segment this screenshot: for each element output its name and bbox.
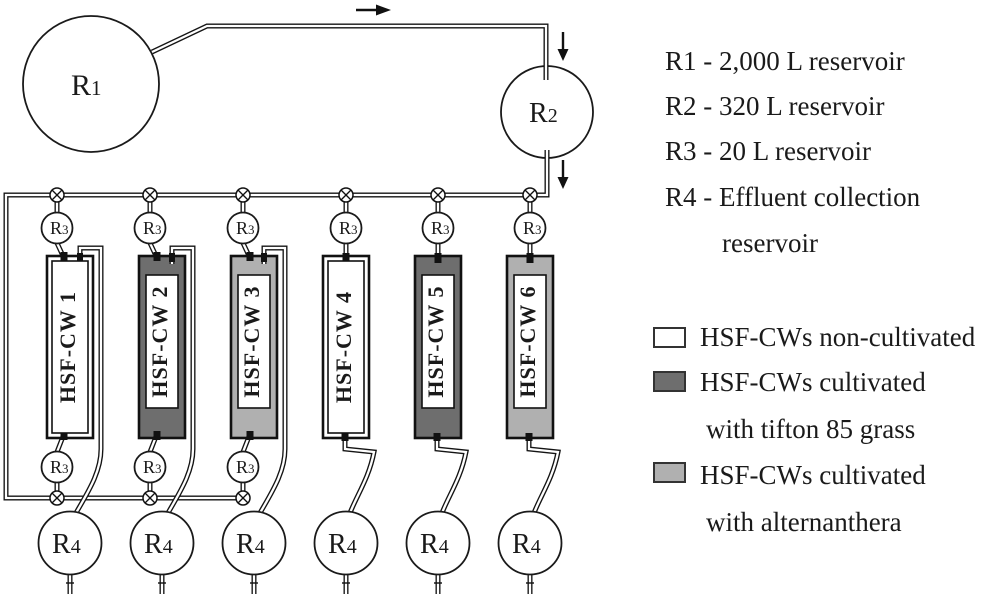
r4-5-circle <box>405 510 471 576</box>
r3-top-4-label: R3 <box>339 218 358 238</box>
fitting-drain-1 <box>60 431 68 440</box>
r3-top-6-label: R3 <box>523 218 542 238</box>
swatch-tifton <box>653 371 686 392</box>
r3-top-5-circle <box>421 211 455 245</box>
r3-bottom-2-label: R3 <box>143 457 162 477</box>
fitting-outlet-5 <box>433 433 441 441</box>
r4-1-circle <box>37 510 103 576</box>
legend-alternanthera-line2: with alternanthera <box>706 507 902 537</box>
fitting-outlet-4 <box>341 433 349 441</box>
flow-arrow-right-icon <box>356 4 391 16</box>
bed-label-2: HSF-CW 2 <box>147 285 172 397</box>
bed-label-1: HSF-CW 1 <box>55 291 80 403</box>
legend-tifton-line1: HSF-CWs cultivated <box>700 367 926 397</box>
r3-bottom-3-circle <box>226 450 260 484</box>
valve-top-1 <box>49 187 65 203</box>
bed-label-4: HSF-CW 4 <box>331 291 356 403</box>
r4-6-label: R4 <box>512 529 541 560</box>
valves <box>49 187 538 506</box>
valve-top-4 <box>338 187 354 203</box>
valve-top-2 <box>142 187 158 203</box>
r3-top-1-label: R3 <box>50 218 69 238</box>
bed-type-legend: HSF-CWs non-cultivated HSF-CWs cultivate… <box>653 322 976 537</box>
bed-label-5: HSF-CW 5 <box>423 285 448 397</box>
r4-5-label: R4 <box>420 529 449 560</box>
swatch-alternanthera <box>653 462 686 483</box>
bed-label-3: HSF-CW 3 <box>239 285 264 397</box>
plate-bed-1 <box>51 260 89 434</box>
r1-label: R1 <box>71 69 102 102</box>
r3-bottom-1-circle <box>40 450 74 484</box>
r3-bottom-1-label: R3 <box>50 457 69 477</box>
plate-bed-3 <box>237 274 271 409</box>
plate-bed-2 <box>145 274 179 409</box>
legend-r2: R2 - 320 L reservoir <box>665 91 884 121</box>
legend-r4-line2: reservoir <box>722 228 818 258</box>
fitting-drain-2 <box>153 431 161 440</box>
legend-r3: R3 - 20 L reservoir <box>665 136 871 166</box>
r2-label: R2 <box>529 98 558 129</box>
fitting-inlet-5 <box>434 253 442 263</box>
flow-arrow-down-into-r2-icon <box>557 32 569 61</box>
legend-non-cultivated: HSF-CWs non-cultivated <box>700 322 976 352</box>
reservoir-r1-circle <box>22 15 160 153</box>
plate-bed-4 <box>327 260 365 434</box>
r3-top-3-label: R3 <box>236 218 255 238</box>
pipes <box>3 23 561 594</box>
fitting-drain-3 <box>246 431 254 440</box>
bed-labels: HSF-CW 1 HSF-CW 2 HSF-CW 3 HSF-CW 4 HSF-… <box>51 260 547 434</box>
legend-alternanthera-line1: HSF-CWs cultivated <box>700 460 926 490</box>
fitting-standpipe-1 <box>77 253 83 262</box>
r3-bottom-3-label: R3 <box>236 457 255 477</box>
legend-tifton-line2: with tifton 85 grass <box>706 414 915 444</box>
r4-1-label: R4 <box>52 529 81 560</box>
r4-3-circle <box>221 510 287 576</box>
legend-r4-line1: R4 - Effluent collection <box>665 182 921 212</box>
valve-bottom-1 <box>49 490 65 506</box>
r3-reservoirs: R3 R3 R3 R3 R3 R3 R3 R3 R3 <box>40 211 547 484</box>
fitting-standpipe-3 <box>261 253 267 262</box>
fitting-inlet-1 <box>60 252 68 261</box>
valve-bottom-3 <box>235 490 251 506</box>
r4-3-label: R4 <box>236 529 265 560</box>
r4-4-circle <box>313 510 379 576</box>
fittings <box>60 252 534 441</box>
valve-bottom-2 <box>142 490 158 506</box>
fitting-inlet-4 <box>342 253 350 263</box>
flow-arrows <box>356 4 569 189</box>
r3-top-5-label: R3 <box>431 218 450 238</box>
beds <box>45 254 555 440</box>
r3-top-3-circle <box>226 211 260 245</box>
r3-top-6-circle <box>513 211 547 245</box>
bed-label-6: HSF-CW 6 <box>515 285 540 397</box>
valve-top-5 <box>430 187 446 203</box>
reservoir-legend: R1 - 2,000 L reservoir R2 - 320 L reserv… <box>665 46 921 258</box>
fitting-standpipe-2 <box>169 253 175 262</box>
r4-2-label: R4 <box>144 529 173 560</box>
valve-top-3 <box>235 187 251 203</box>
pipe-r1-to-r2 <box>150 23 549 80</box>
fitting-outlet-6 <box>525 433 533 441</box>
r4-2-circle <box>129 510 195 576</box>
fitting-inlet-3 <box>246 252 254 261</box>
r3-top-2-label: R3 <box>143 218 162 238</box>
r4-4-label: R4 <box>328 529 357 560</box>
r3-top-4-circle <box>329 211 363 245</box>
plate-bed-5 <box>421 274 455 409</box>
valve-top-6 <box>522 187 538 203</box>
plate-bed-6 <box>513 274 547 409</box>
r4-reservoirs: R4 R4 R4 R4 R4 R4 <box>37 510 563 576</box>
fitting-inlet-2 <box>153 252 161 261</box>
legend-r1: R1 - 2,000 L reservoir <box>665 46 905 76</box>
r3-top-1-circle <box>40 211 74 245</box>
r3-bottom-2-circle <box>133 450 167 484</box>
r3-top-2-circle <box>133 211 167 245</box>
fitting-inlet-6 <box>526 253 534 263</box>
swatch-non-cultivated <box>653 327 686 348</box>
r4-6-circle <box>497 510 563 576</box>
flow-arrow-down-from-r2-icon <box>557 160 569 189</box>
